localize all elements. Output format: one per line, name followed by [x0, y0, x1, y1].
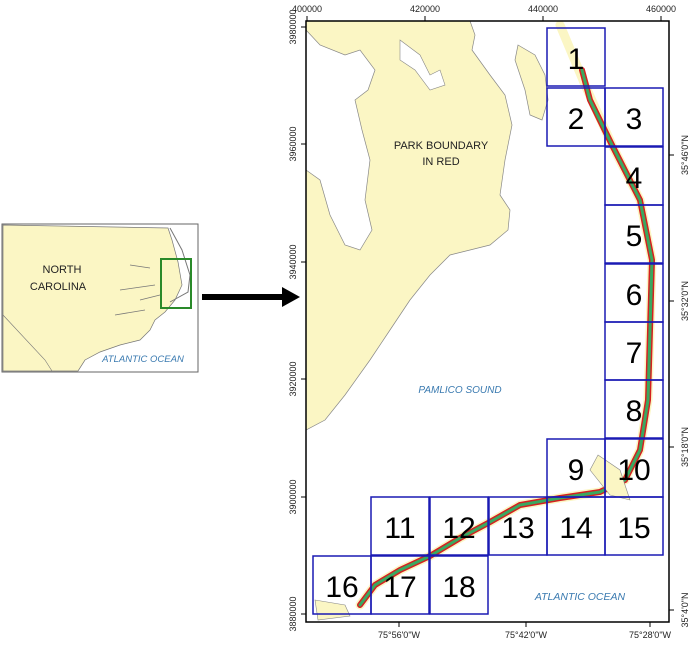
tile-3[interactable]	[604, 87, 664, 147]
tile-12[interactable]	[429, 496, 489, 556]
tile-5[interactable]	[604, 204, 664, 264]
left-tick-label: 3920000	[288, 361, 298, 396]
bottom-tick-label: 75°28'0"W	[629, 630, 672, 640]
right-tick-label: 35°32'0"N	[680, 281, 690, 321]
right-tick-label: 35°18'0"N	[680, 427, 690, 467]
tile-label: 14	[559, 512, 592, 545]
tile-label: 16	[325, 571, 358, 604]
right-tick-label: 35°46'0"N	[680, 135, 690, 175]
roanoke-island	[514, 44, 549, 121]
tile-1[interactable]	[546, 27, 606, 87]
tile-8[interactable]	[604, 379, 664, 439]
tile-label: 10	[617, 454, 650, 487]
left-tick-label: 3940000	[288, 244, 298, 279]
right-tick-label: 35°4'0"N	[680, 592, 690, 627]
bottom-tick-label: 75°42'0"W	[505, 630, 548, 640]
tile-label: 9	[568, 454, 585, 487]
left-tick-label: 3900000	[288, 479, 298, 514]
top-tick-label: 440000	[528, 4, 558, 14]
tile-label: 12	[442, 512, 475, 545]
top-tick-label: 400000	[292, 4, 322, 14]
tile-label: 13	[501, 512, 534, 545]
left-tick-label: 3980000	[288, 9, 298, 44]
ocean-label: ATLANTIC OCEAN	[534, 591, 626, 603]
tile-15[interactable]	[604, 496, 664, 556]
alligator-river	[305, 29, 376, 251]
tile-18[interactable]	[429, 555, 489, 615]
arrow-icon	[202, 287, 300, 307]
tile-label: 18	[442, 571, 475, 604]
tile-label: 11	[384, 512, 415, 545]
top-tick-label: 420000	[410, 4, 440, 14]
tile-label: 4	[626, 162, 643, 195]
tile-label: 6	[626, 279, 643, 312]
top-tick-label: 460000	[646, 4, 676, 14]
inset-state-label-2: CAROLINA	[30, 281, 87, 293]
tile-label: 1	[568, 43, 585, 76]
left-tick-label: 3880000	[288, 596, 298, 631]
inset-map: NORTH CAROLINA ATLANTIC OCEAN	[1, 223, 199, 373]
tile-label: 7	[626, 337, 643, 370]
park-label-2: IN RED	[422, 156, 459, 168]
inset-state-label-1: NORTH	[43, 264, 82, 276]
bottom-tick-label: 75°56'0"W	[378, 630, 421, 640]
tile-label: 2	[568, 103, 585, 136]
map-frame	[305, 20, 670, 623]
tile-label: 5	[626, 220, 643, 253]
sound-label: PAMLICO SOUND	[418, 385, 501, 396]
tile-label: 8	[626, 395, 643, 428]
tile-11[interactable]	[370, 496, 430, 556]
tile-label: 3	[626, 103, 643, 136]
left-tick-label: 3960000	[288, 126, 298, 161]
tile-label: 17	[383, 571, 416, 604]
tile-label: 15	[617, 512, 650, 545]
inset-extent-box	[160, 258, 192, 309]
north-carolina-land	[2, 224, 183, 372]
park-label-1: PARK BOUNDARY	[394, 140, 489, 152]
tile-17[interactable]	[370, 555, 430, 615]
inset-ocean-label: ATLANTIC OCEAN	[101, 354, 184, 365]
